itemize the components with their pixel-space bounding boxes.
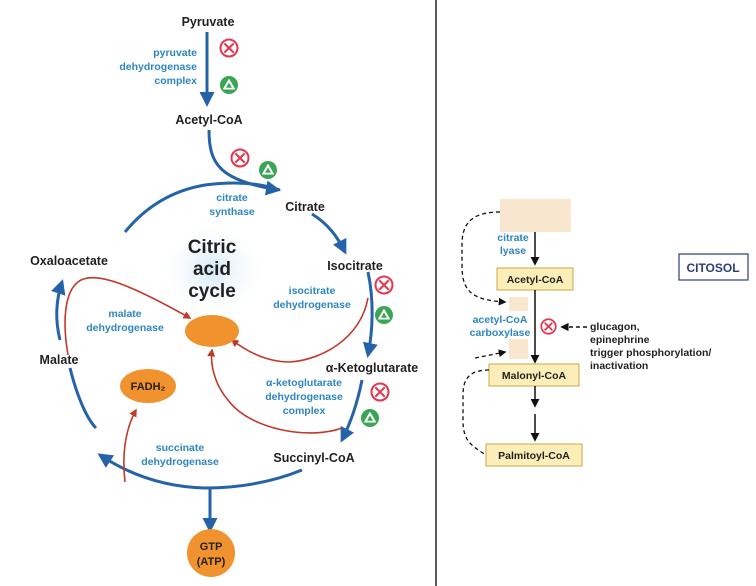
cytosol-acetyl-coa-label: Acetyl-CoA bbox=[507, 274, 564, 286]
citric-acid-cycle-panel: FADH₂ GTP (ATP) Pyruvate Acetyl-CoA Citr… bbox=[30, 15, 418, 577]
cycle-title-line-1: Citric bbox=[188, 237, 237, 258]
fadh2-label: FADH₂ bbox=[131, 381, 166, 393]
cytosol-blank-box-lower bbox=[509, 339, 528, 359]
cycle-arc-isocitrate-akg bbox=[362, 271, 378, 358]
gtp-label: GTP bbox=[200, 541, 223, 553]
regulator-line-1: glucagon, bbox=[590, 321, 640, 333]
mdh-feedback-arrow bbox=[64, 276, 192, 356]
oxaloacetate-label: Oxaloacetate bbox=[30, 254, 108, 268]
malonyl-feedback-dashed-arrow bbox=[474, 349, 507, 359]
atp-label: (ATP) bbox=[197, 556, 226, 568]
cycle-arc-malate-oxaloacetate bbox=[51, 279, 66, 341]
regulator-line-3: trigger phosphorylation/ bbox=[590, 347, 711, 359]
sdh-to-fadh2-arrow bbox=[123, 408, 137, 483]
cycle-title-line-3: cycle bbox=[188, 281, 236, 302]
citrate-label: Citrate bbox=[285, 200, 325, 214]
gtp-node bbox=[187, 529, 235, 577]
akgdh-activate-icon bbox=[360, 408, 380, 428]
succinyl-coa-label: Succinyl-CoA bbox=[273, 451, 354, 465]
akgdh-inhibit-icon bbox=[370, 382, 390, 402]
cycle-arc-oxaloacetate-citrate bbox=[123, 181, 281, 233]
acetyl-coa-label: Acetyl-CoA bbox=[175, 113, 242, 127]
cycle-arc-citrate-isocitrate bbox=[311, 212, 347, 255]
akgdh-label-line-3: complex bbox=[283, 405, 326, 417]
pdh-label-line-1: pyruvate bbox=[153, 47, 197, 59]
mdh-label-line-2: dehydrogenase bbox=[86, 322, 164, 334]
regulator-line-4: inactivation bbox=[590, 360, 648, 372]
fadh2-node bbox=[120, 369, 176, 403]
cytosol-blank-box-upper bbox=[509, 297, 528, 311]
cycle-arc-succinyl-malate bbox=[97, 453, 303, 490]
citrate-synthase-label-line-2: synthase bbox=[209, 206, 255, 218]
pyruvate-label: Pyruvate bbox=[182, 15, 235, 29]
citrate-activation-dashed-arrow bbox=[461, 211, 507, 306]
palmitoyl-feedback-dashed-line bbox=[462, 369, 490, 456]
acetyl-activate-icon bbox=[258, 160, 278, 180]
acc-label-line-2: carboxylase bbox=[470, 327, 531, 339]
akgdh-feedback-arrow bbox=[207, 348, 343, 434]
idh-label-line-2: dehydrogenase bbox=[273, 299, 351, 311]
cytosol-panel: citrate lyase Acetyl-CoA acetyl-CoA carb… bbox=[461, 199, 749, 467]
regulator-line-2: epinephrine bbox=[590, 334, 650, 346]
cycle-arc-lower-left bbox=[68, 367, 98, 430]
citosol-label: CITOSOL bbox=[686, 261, 739, 275]
akgdh-label-line-1: α-ketoglutarate bbox=[266, 377, 342, 389]
citosol-label-box bbox=[678, 253, 749, 281]
pdh-label-line-2: dehydrogenase bbox=[119, 61, 197, 73]
pdh-inhibit-icon bbox=[219, 38, 239, 58]
isocitrate-label: Isocitrate bbox=[327, 259, 383, 273]
malonyl-coa-label: Malonyl-CoA bbox=[502, 370, 567, 382]
citrate-lyase-label-line-1: citrate bbox=[497, 232, 529, 244]
akgdh-label-line-2: dehydrogenase bbox=[265, 391, 343, 403]
center-blank-node bbox=[185, 315, 239, 347]
alpha-ketoglutarate-label: α-Ketoglutarate bbox=[326, 361, 418, 375]
malate-label: Malate bbox=[40, 353, 79, 367]
idh-label-line-1: isocitrate bbox=[289, 285, 336, 297]
cycle-title-line-2: acid bbox=[193, 259, 231, 280]
acc-inhibit-icon bbox=[540, 318, 557, 335]
pdh-label-line-3: complex bbox=[154, 75, 197, 87]
acc-label-line-1: acetyl-CoA bbox=[473, 314, 528, 326]
citrate-synthase-label-line-1: citrate bbox=[216, 192, 248, 204]
cycle-arc-akg-succinyl bbox=[340, 379, 364, 443]
idh-feedback-arrow bbox=[230, 297, 369, 363]
palmitoyl-coa-label: Palmitoyl-CoA bbox=[498, 450, 570, 462]
palmitoyl-coa-box bbox=[485, 443, 583, 467]
mdh-label-line-1: malate bbox=[108, 308, 141, 320]
cycle-title-glow bbox=[158, 220, 268, 320]
idh-activate-icon bbox=[374, 305, 394, 325]
malonyl-coa-box bbox=[488, 363, 580, 387]
acetyl-inhibit-icon bbox=[230, 148, 250, 168]
sdh-label-line-1: succinate bbox=[156, 442, 205, 454]
idh-inhibit-icon bbox=[374, 275, 394, 295]
sdh-label-line-2: dehydrogenase bbox=[141, 456, 219, 468]
citrate-lyase-label-line-2: lyase bbox=[500, 245, 526, 257]
pdh-activate-icon bbox=[219, 75, 239, 95]
cytosol-blank-box-top bbox=[500, 199, 571, 232]
